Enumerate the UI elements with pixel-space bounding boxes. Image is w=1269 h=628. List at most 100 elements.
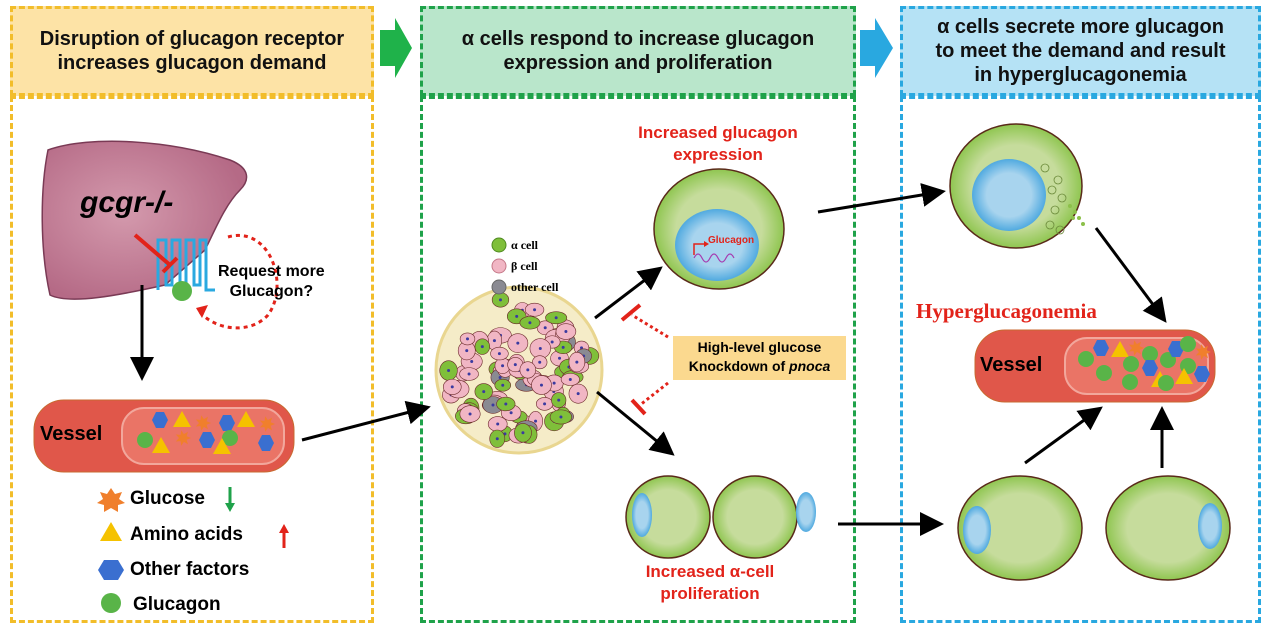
amino-acid-particle <box>152 437 170 453</box>
vesicle <box>1040 163 1050 173</box>
glucose-particle <box>1128 340 1144 356</box>
glucagon-granule <box>1077 216 1081 220</box>
cell-nucleus <box>450 385 454 389</box>
amino-acid-particle <box>1175 368 1193 384</box>
step1-title: Disruption of glucagon receptor increase… <box>39 28 345 74</box>
secreting-cell-right <box>1105 475 1231 581</box>
cell-nucleus <box>559 415 563 419</box>
star-icon <box>97 488 125 512</box>
glucagon-particle <box>137 432 153 448</box>
liver-genotype-label: gcgr-/- <box>80 186 174 219</box>
cell-nucleus <box>576 392 580 396</box>
step3-title: α cells secrete more glucagon to meet th… <box>935 16 1226 86</box>
cell-nucleus <box>492 339 496 343</box>
cell-nucleus <box>513 363 517 367</box>
glucagon-granule <box>1068 204 1072 208</box>
glucose-particle <box>1195 344 1211 360</box>
proliferation-label: Increased α-cell proliferation <box>645 562 775 603</box>
glucagon-particle <box>222 430 238 446</box>
glucagon-particle <box>1096 365 1112 381</box>
glucose-particle <box>259 416 275 432</box>
vesicle <box>1045 220 1055 230</box>
circle-icon <box>101 593 121 613</box>
cell-nucleus <box>561 345 565 349</box>
inhibitor-line-2: Knockdown of pnoca <box>688 358 831 374</box>
other-cell-legend-icon <box>491 279 507 295</box>
cell-nucleus <box>495 437 499 441</box>
cell-nucleus <box>470 360 474 364</box>
cell-nucleus <box>498 375 502 379</box>
islet-legend-alpha: α cell <box>511 238 539 252</box>
islet-cells <box>439 292 600 448</box>
cell-nucleus <box>543 326 547 330</box>
cell-nucleus <box>497 352 501 356</box>
cell-nucleus <box>491 403 495 407</box>
cell-nucleus <box>558 356 562 360</box>
vessel-2-label: Vessel <box>980 354 1043 376</box>
islet-legend-other: other cell <box>511 280 559 294</box>
glucose-particle <box>175 430 191 446</box>
other-factor-particle <box>1194 366 1210 382</box>
vesicle <box>1050 205 1060 215</box>
step-arrow-2 <box>860 18 893 78</box>
cell-nucleus <box>498 298 502 302</box>
other-factor-particle <box>219 415 235 431</box>
cell-nucleus <box>465 349 469 353</box>
glucagon-particle <box>1180 336 1196 352</box>
other-factor-particle <box>152 412 168 428</box>
other-factor-particle <box>199 432 215 448</box>
cell-nucleus <box>509 411 513 415</box>
dividing-cell-right <box>712 475 798 559</box>
cell-nucleus <box>447 369 451 373</box>
step1-panel <box>10 96 374 623</box>
legend-amino-acids: Amino acids <box>130 524 243 545</box>
cell-nucleus <box>534 419 538 423</box>
cell-nucleus <box>550 340 554 344</box>
gene-pnoca: pnoca <box>789 358 831 374</box>
cell-nucleus <box>528 321 532 325</box>
cell-nucleus <box>468 412 472 416</box>
other-factor-particle <box>258 435 274 451</box>
vesicle <box>1055 225 1065 235</box>
vesicle <box>1057 193 1067 203</box>
amino-acid-particle <box>1111 341 1129 357</box>
alpha-cell-legend-icon <box>491 237 507 253</box>
cell-nucleus <box>543 402 547 406</box>
hyperglucagonemia-label: Hyperglucagonemia <box>916 299 1097 323</box>
secreting-cell-left <box>957 475 1083 581</box>
inhibitor-text: High-level glucose Knockdown of pnoca <box>673 338 846 376</box>
step1-header: Disruption of glucagon receptor increase… <box>10 6 374 96</box>
step3-header: α cells secrete more glucagon to meet th… <box>900 6 1261 96</box>
cell-nucleus <box>533 308 537 312</box>
cell-nucleus <box>521 431 525 435</box>
legend-other-factors: Other factors <box>130 559 250 580</box>
step3-panel <box>900 96 1261 623</box>
cell-nucleus <box>516 341 520 345</box>
inhibitor-line-1: High-level glucose <box>697 339 822 355</box>
vessel-1-label: Vessel <box>40 423 103 445</box>
cell-nucleus <box>552 381 556 385</box>
cell-nucleus <box>465 337 469 341</box>
cell-nucleus <box>501 364 505 368</box>
glucagon-granule <box>1081 222 1085 226</box>
step2-header: α cells respond to increase glucagon exp… <box>420 6 856 96</box>
other-factor-particle <box>1093 340 1109 356</box>
step-arrow-1 <box>380 18 412 78</box>
glucagon-dot <box>172 281 192 301</box>
glucagon-particle <box>1158 375 1174 391</box>
expression-label: Increased glucagon expression <box>638 123 798 164</box>
vesicle <box>1053 175 1063 185</box>
cell-nucleus <box>482 390 486 394</box>
inhibitor-box <box>673 336 846 380</box>
request-loop-arrow <box>198 233 279 330</box>
cell-nucleus <box>538 347 542 351</box>
cell-nucleus <box>557 398 561 402</box>
amino-acid-particle <box>173 411 191 427</box>
cell-nucleus <box>480 345 484 349</box>
cell-nucleus <box>564 330 568 334</box>
islet-legend-beta: β cell <box>511 259 538 273</box>
liver-icon <box>41 140 248 300</box>
amino-acid-particle <box>237 411 255 427</box>
legend-glucagon: Glucagon <box>133 594 221 615</box>
